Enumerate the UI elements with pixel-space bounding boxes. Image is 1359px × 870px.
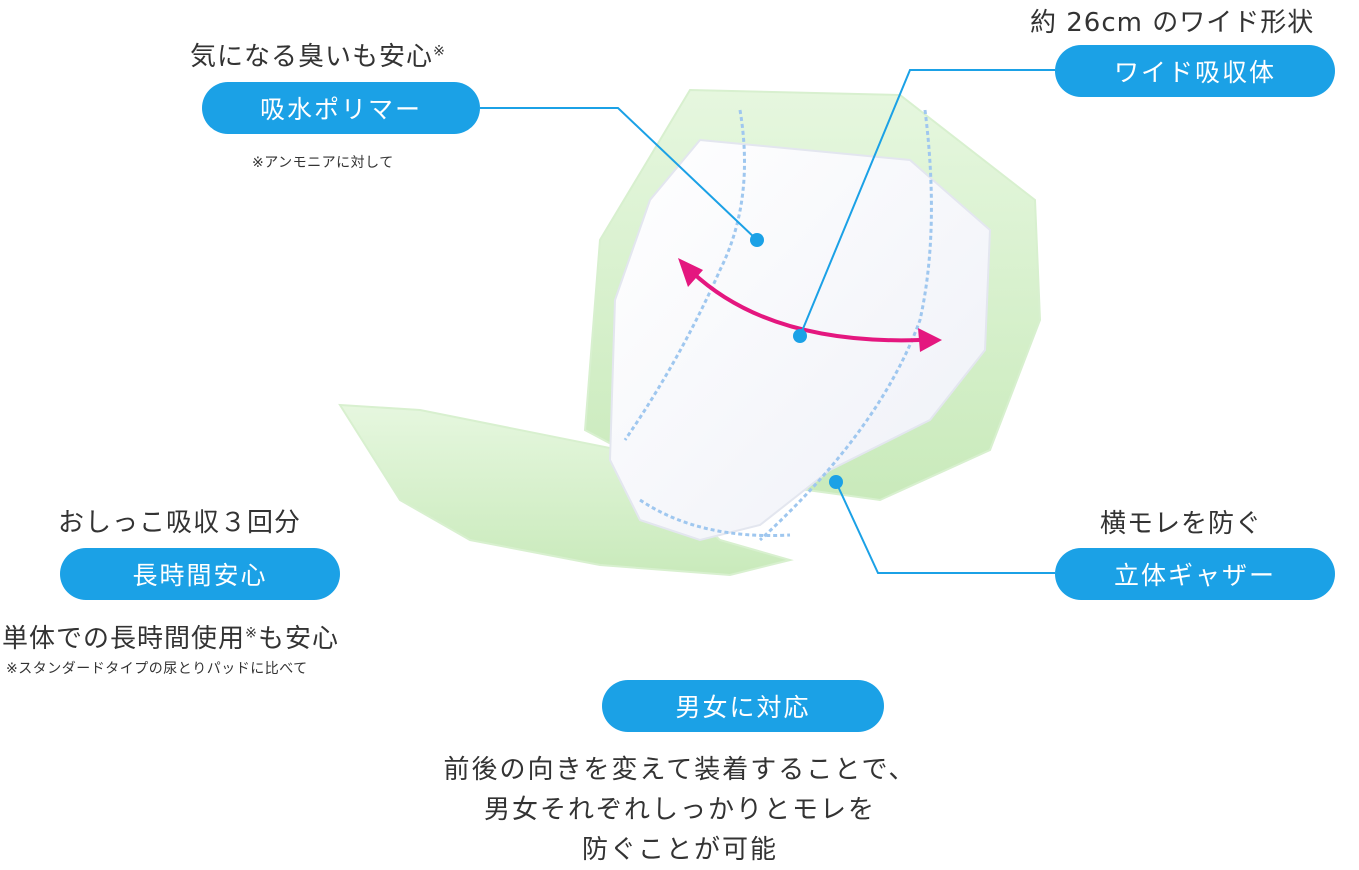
long-heading: おしっこ吸収３回分 <box>58 508 302 538</box>
width-arrow <box>690 270 921 343</box>
unisex-description: 前後の向きを変えて装着することで、 男女それぞれしっかりとモレを 防ぐことが可能 <box>380 750 980 870</box>
width-arrow-head-left <box>678 258 703 287</box>
polymer-pill: 吸水ポリマー <box>202 82 480 134</box>
polymer-heading: 気になる臭いも安心※ <box>190 42 446 72</box>
bottom-gather <box>639 498 791 538</box>
callout-dot-wide <box>793 329 807 343</box>
unisex-desc-line: 男女それぞれしっかりとモレを <box>483 795 876 825</box>
leader-line-wide <box>799 69 1055 337</box>
callout-dot-polymer <box>750 233 764 247</box>
polymer-note: ※アンモニアに対して <box>252 155 394 171</box>
unisex-desc-line: 前後の向きを変えて装着することで、 <box>443 755 917 785</box>
leader-line-polymer <box>480 107 758 241</box>
gather-heading: 横モレを防ぐ <box>1100 509 1263 539</box>
unisex-pill: 男女に対応 <box>602 680 884 732</box>
right-gather <box>758 109 933 542</box>
left-gather <box>623 109 746 441</box>
width-arrow-head-right <box>918 328 942 352</box>
gather-pill: 立体ギャザー <box>1055 548 1335 600</box>
leader-line-gather <box>835 481 1055 574</box>
long-pill: 長時間安心 <box>60 548 340 600</box>
wide-pill: ワイド吸収体 <box>1055 45 1335 97</box>
wide-heading: 約 26cm のワイド形状 <box>1030 8 1315 38</box>
long-note: ※スタンダードタイプの尿とりパッドに比べて <box>6 661 308 677</box>
unisex-desc-line: 防ぐことが可能 <box>581 835 778 865</box>
callout-dot-gather <box>829 475 843 489</box>
long-subtext: 単体での長時間使用※も安心 <box>2 624 340 654</box>
